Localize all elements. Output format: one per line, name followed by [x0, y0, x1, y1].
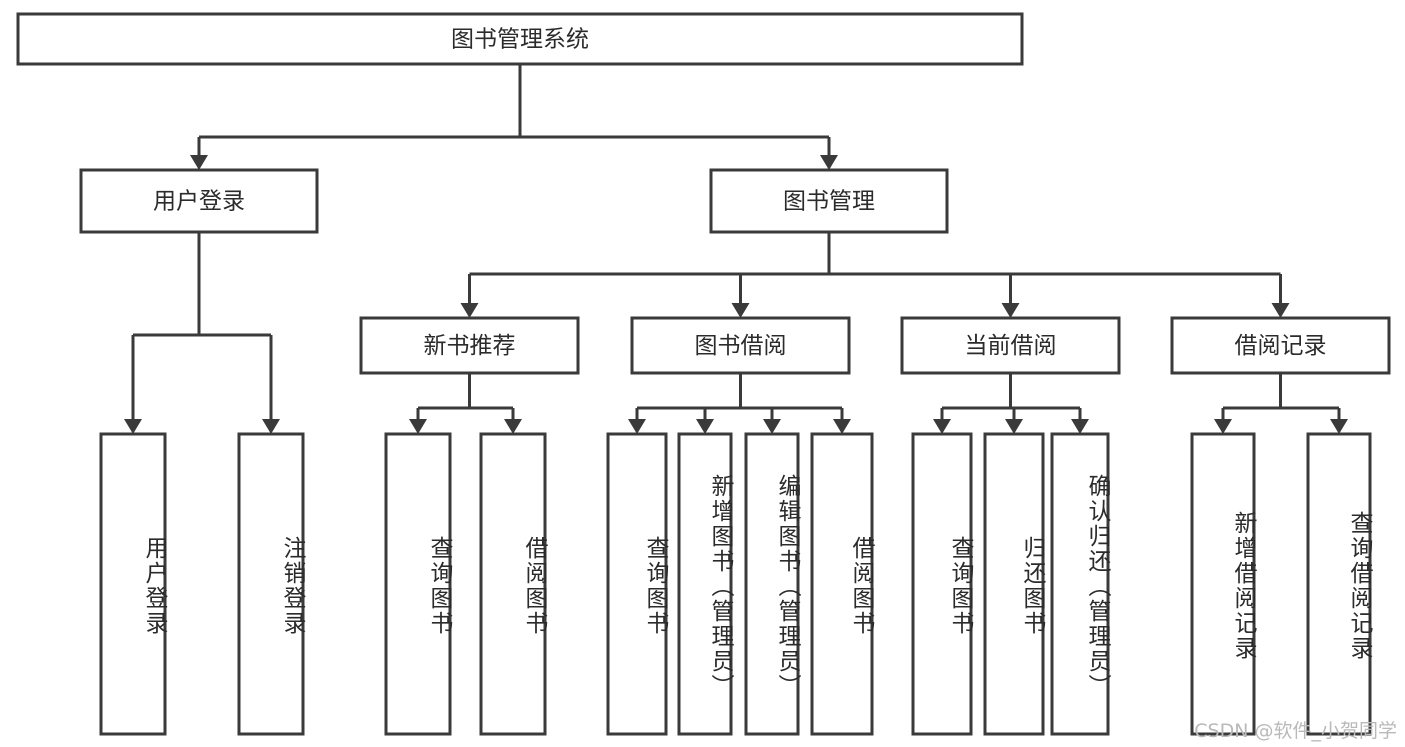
node-root[interactable]: [16, 12, 1024, 66]
root-to-user-login-arrowhead: [190, 155, 208, 170]
node-borrow-record-label: 借阅记录: [1235, 333, 1327, 359]
current-borrow-to-leaf-confirm-return-arrowhead: [1071, 419, 1089, 434]
borrow-record-to-leaf-query-record-arrowhead: [1330, 419, 1348, 434]
node-current-borrow-label: 当前借阅: [965, 333, 1057, 359]
node-leaf-query-record[interactable]: [1306, 432, 1372, 736]
node-leaf-query-book-1[interactable]: [384, 432, 452, 736]
node-leaf-confirm-return[interactable]: [1050, 432, 1110, 736]
node-borrow-record[interactable]: [1170, 316, 1391, 375]
node-leaf-return-book[interactable]: [983, 432, 1045, 736]
node-new-book-rec-label: 新书推荐: [424, 333, 516, 359]
book-borrow-to-leaf-query-book-2-arrowhead: [628, 419, 646, 434]
node-leaf-query-book-3[interactable]: [911, 432, 973, 736]
node-leaf-add-book[interactable]: [677, 432, 733, 736]
node-leaf-add-record[interactable]: [1190, 432, 1256, 736]
node-current-borrow[interactable]: [900, 316, 1121, 375]
node-book-borrow-label: 图书借阅: [695, 333, 787, 359]
book-manage-to-current-borrow-arrowhead: [1001, 303, 1020, 318]
node-user-login[interactable]: [79, 168, 319, 234]
node-user-login-label: 用户登录: [153, 189, 245, 215]
new-book-rec-to-leaf-borrow-book-1-arrowhead: [504, 419, 522, 434]
node-leaf-user-login[interactable]: [99, 432, 167, 736]
node-leaf-borrow-book-1[interactable]: [479, 432, 547, 736]
node-leaf-borrow-book-2[interactable]: [810, 432, 874, 736]
watermark-text: CSDN @软件_小贺同学: [1194, 720, 1397, 742]
node-leaf-edit-book[interactable]: [744, 432, 800, 736]
book-borrow-to-leaf-borrow-book-2-arrowhead: [833, 419, 851, 434]
node-book-manage[interactable]: [709, 168, 949, 234]
user-login-to-leaf-logout-arrowhead: [262, 419, 280, 434]
connector-layer: [124, 64, 1348, 434]
root-to-book-manage-arrowhead: [820, 155, 838, 170]
node-root-label: 图书管理系统: [451, 27, 589, 53]
borrow-record-to-leaf-add-record-arrowhead: [1214, 419, 1232, 434]
new-book-rec-to-leaf-query-book-1-arrowhead: [409, 419, 427, 434]
book-manage-to-book-borrow-arrowhead: [731, 303, 750, 318]
book-borrow-to-leaf-add-book-arrowhead: [696, 419, 714, 434]
book-borrow-to-leaf-edit-book-arrowhead: [763, 419, 781, 434]
book-manage-to-borrow-record-arrowhead: [1271, 303, 1290, 318]
node-leaf-logout[interactable]: [237, 432, 305, 736]
node-leaf-query-book-2[interactable]: [606, 432, 668, 736]
node-book-borrow[interactable]: [630, 316, 851, 375]
book-manage-to-new-book-rec-arrowhead: [460, 303, 479, 318]
node-new-book-rec[interactable]: [359, 316, 580, 375]
current-borrow-to-leaf-query-book-3-arrowhead: [933, 419, 951, 434]
current-borrow-to-leaf-return-book-arrowhead: [1005, 419, 1023, 434]
node-book-manage-label: 图书管理: [783, 189, 875, 215]
user-login-to-leaf-user-login-arrowhead: [124, 419, 142, 434]
